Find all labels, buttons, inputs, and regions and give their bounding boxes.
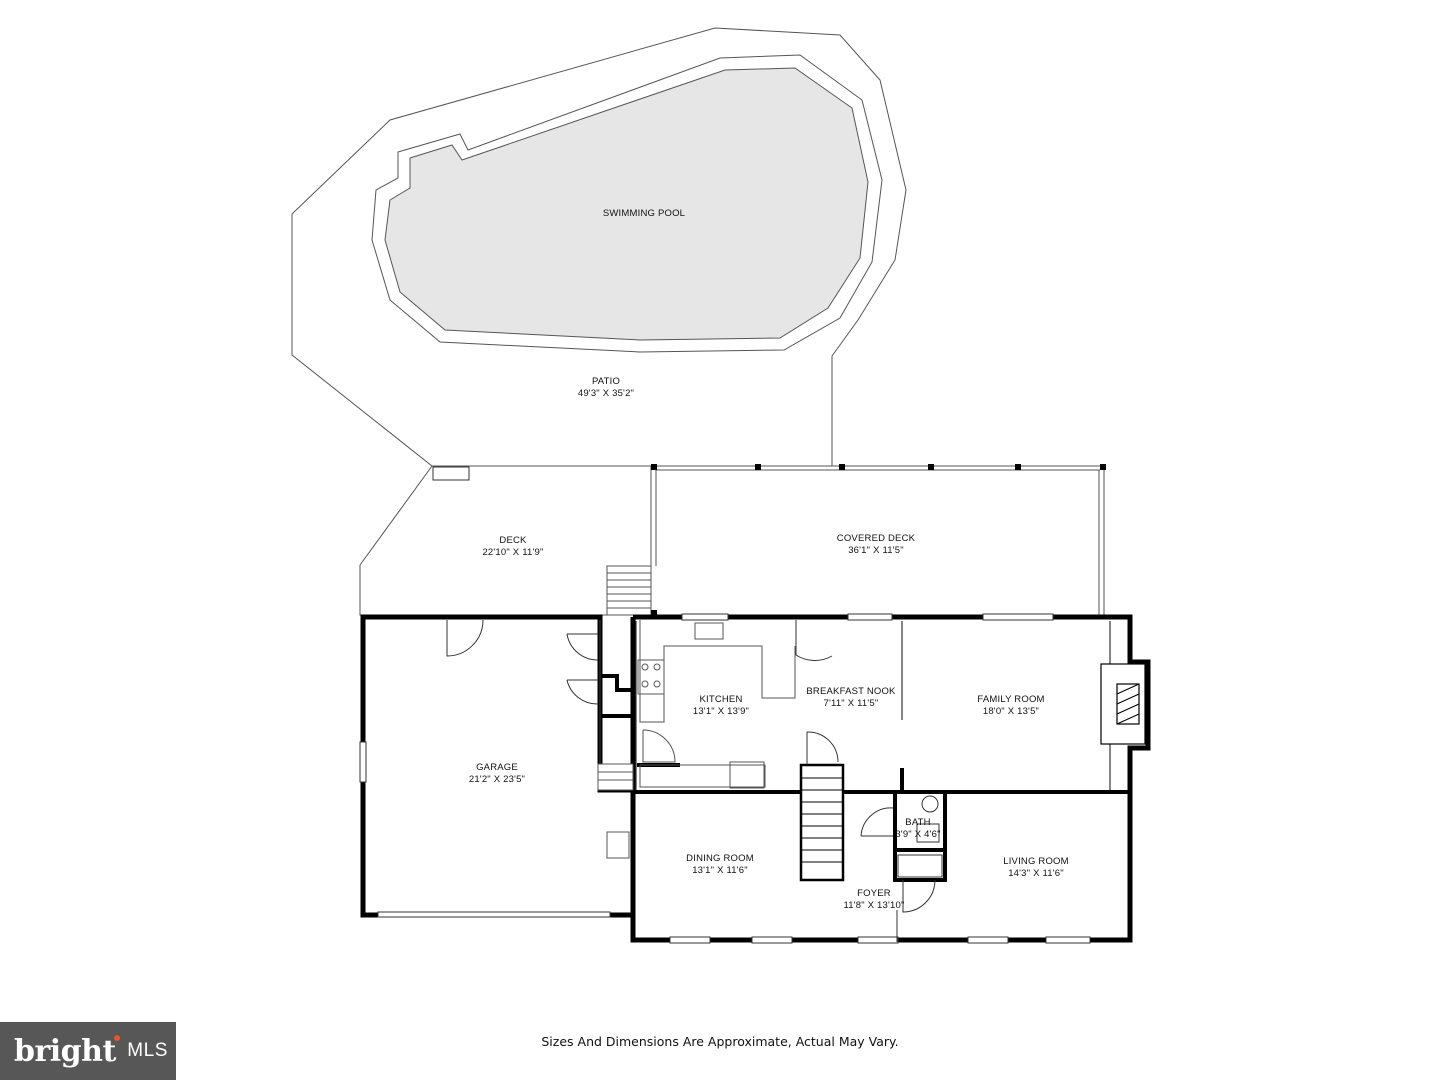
- kitchen-size: 13'1" X 13'9": [693, 706, 749, 717]
- pool-label: SWIMMING POOL: [603, 208, 685, 219]
- covered-deck-size: 36'1" X 11'5": [848, 545, 904, 556]
- fireplace: [1100, 663, 1146, 745]
- living-room-size: 14'3" X 11'6": [1008, 868, 1064, 879]
- deck-grill: [432, 466, 470, 481]
- bright-mls-logo: bright ● MLS: [0, 1022, 176, 1080]
- family-room-label: FAMILY ROOM: [977, 694, 1044, 705]
- patio-size: 49'3" X 35'2": [578, 388, 634, 399]
- bath-fixtures: [897, 795, 943, 878]
- foyer-label: FOYER: [857, 888, 891, 899]
- garage-label: GARAGE: [476, 762, 518, 773]
- breakfast-nook-size: 7'11" X 11'5": [824, 698, 879, 709]
- main-staircase: [799, 763, 845, 882]
- windows: [359, 613, 1091, 944]
- kitchen-counters: [637, 620, 796, 789]
- bath-label: BATH: [905, 817, 930, 828]
- kitchen-label: KITCHEN: [699, 694, 742, 705]
- interior-walls: [600, 674, 1130, 882]
- covered-deck-label: COVERED DECK: [837, 533, 916, 544]
- bath-size: 3'9" X 4'6": [895, 829, 940, 840]
- breakfast-nook-label: BREAKFAST NOOK: [806, 686, 896, 697]
- foyer-size: 11'8" X 13'10": [843, 900, 904, 911]
- patio-label: PATIO: [592, 376, 620, 387]
- dining-room-size: 13'1" X 11'6": [692, 865, 748, 876]
- garage-steps: [597, 763, 634, 859]
- dining-room-label: DINING ROOM: [686, 853, 754, 864]
- living-room-label: LIVING ROOM: [1003, 856, 1069, 867]
- swimming-pool: [384, 67, 869, 341]
- logo-mls: MLS: [127, 1040, 168, 1061]
- logo-brand: bright: [14, 1033, 116, 1069]
- logo-dot-icon: ●: [112, 1029, 122, 1045]
- garage-size: 21'2" X 23'5": [469, 774, 525, 785]
- doors: [446, 619, 936, 942]
- disclaimer: Sizes And Dimensions Are Approximate, Ac…: [541, 1034, 899, 1049]
- deck-label: DECK: [499, 535, 527, 546]
- deck-size: 22'10" X 11'9": [482, 547, 543, 558]
- deck-stairs: [606, 565, 652, 616]
- covered-deck-posts: [651, 464, 1106, 616]
- family-room-size: 18'0" X 13'5": [983, 706, 1039, 717]
